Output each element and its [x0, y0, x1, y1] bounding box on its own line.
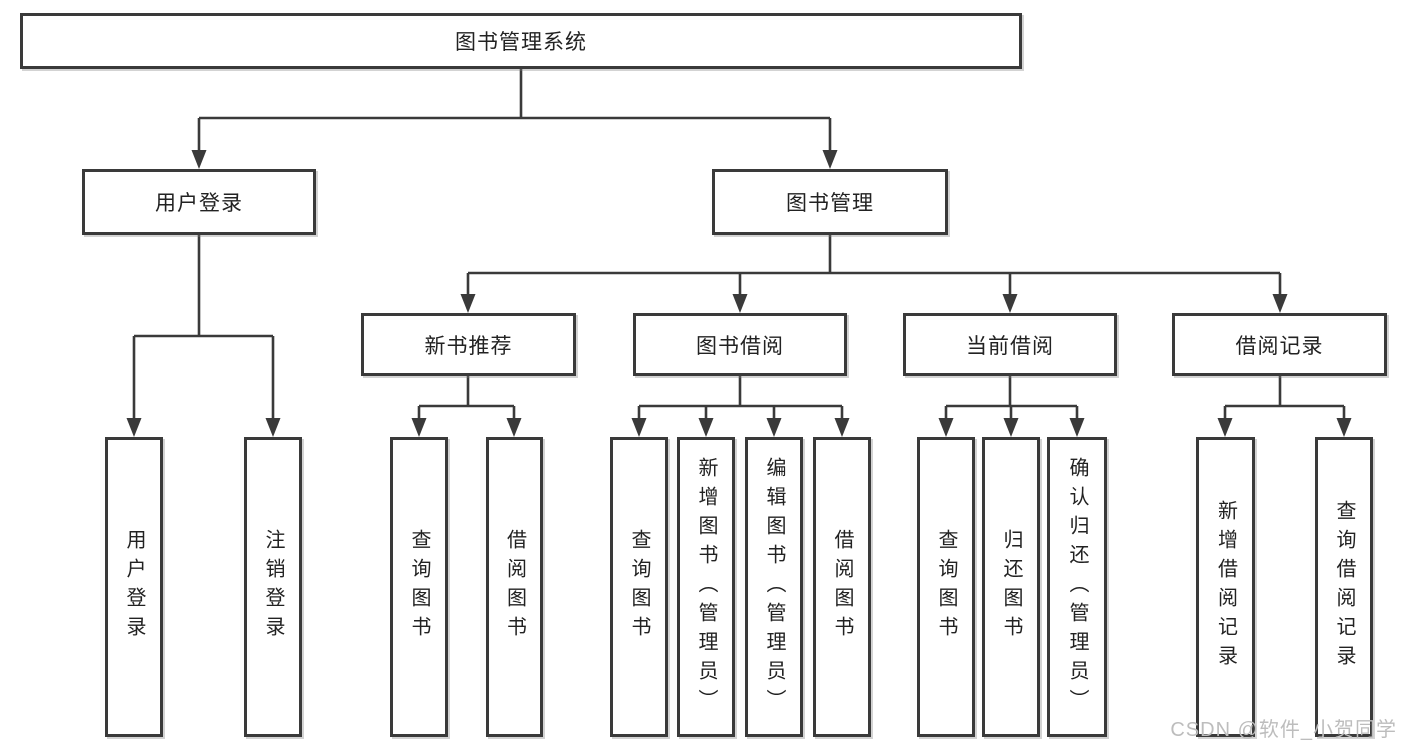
- leaf-current-query-books: 查询图书: [917, 437, 975, 737]
- node-current-borrow: 当前借阅: [903, 313, 1117, 376]
- node-borrow-records: 借阅记录: [1172, 313, 1387, 376]
- node-library-system: 图书管理系统: [20, 13, 1022, 69]
- leaf-borrow-borrow-books: 借阅图书: [813, 437, 871, 737]
- leaf-records-query-record: 查询借阅记录: [1315, 437, 1373, 737]
- leaf-user-login: 用户登录: [105, 437, 163, 737]
- leaf-current-return-books: 归还图书: [982, 437, 1040, 737]
- arrowheads: [126, 150, 1352, 437]
- leaf-borrow-edit-books-admin: 编辑图书（管理员）: [745, 437, 803, 737]
- leaf-records-add-record: 新增借阅记录: [1196, 437, 1255, 737]
- csdn-watermark: CSDN @软件_小贺同学: [1170, 719, 1397, 741]
- leaf-newbook-query-books: 查询图书: [390, 437, 448, 737]
- leaf-borrow-add-books-admin: 新增图书（管理员）: [677, 437, 735, 737]
- leaf-logout: 注销登录: [244, 437, 302, 737]
- node-book-borrow: 图书借阅: [633, 313, 847, 376]
- node-new-book-recommend: 新书推荐: [361, 313, 576, 376]
- leaf-newbook-borrow-books: 借阅图书: [486, 437, 543, 737]
- tree-edges: [132, 69, 1346, 423]
- node-user-login-branch: 用户登录: [82, 169, 316, 235]
- leaf-borrow-query-books: 查询图书: [610, 437, 668, 737]
- node-book-management: 图书管理: [712, 169, 948, 235]
- leaf-current-confirm-return-admin: 确认归还（管理员）: [1047, 437, 1107, 737]
